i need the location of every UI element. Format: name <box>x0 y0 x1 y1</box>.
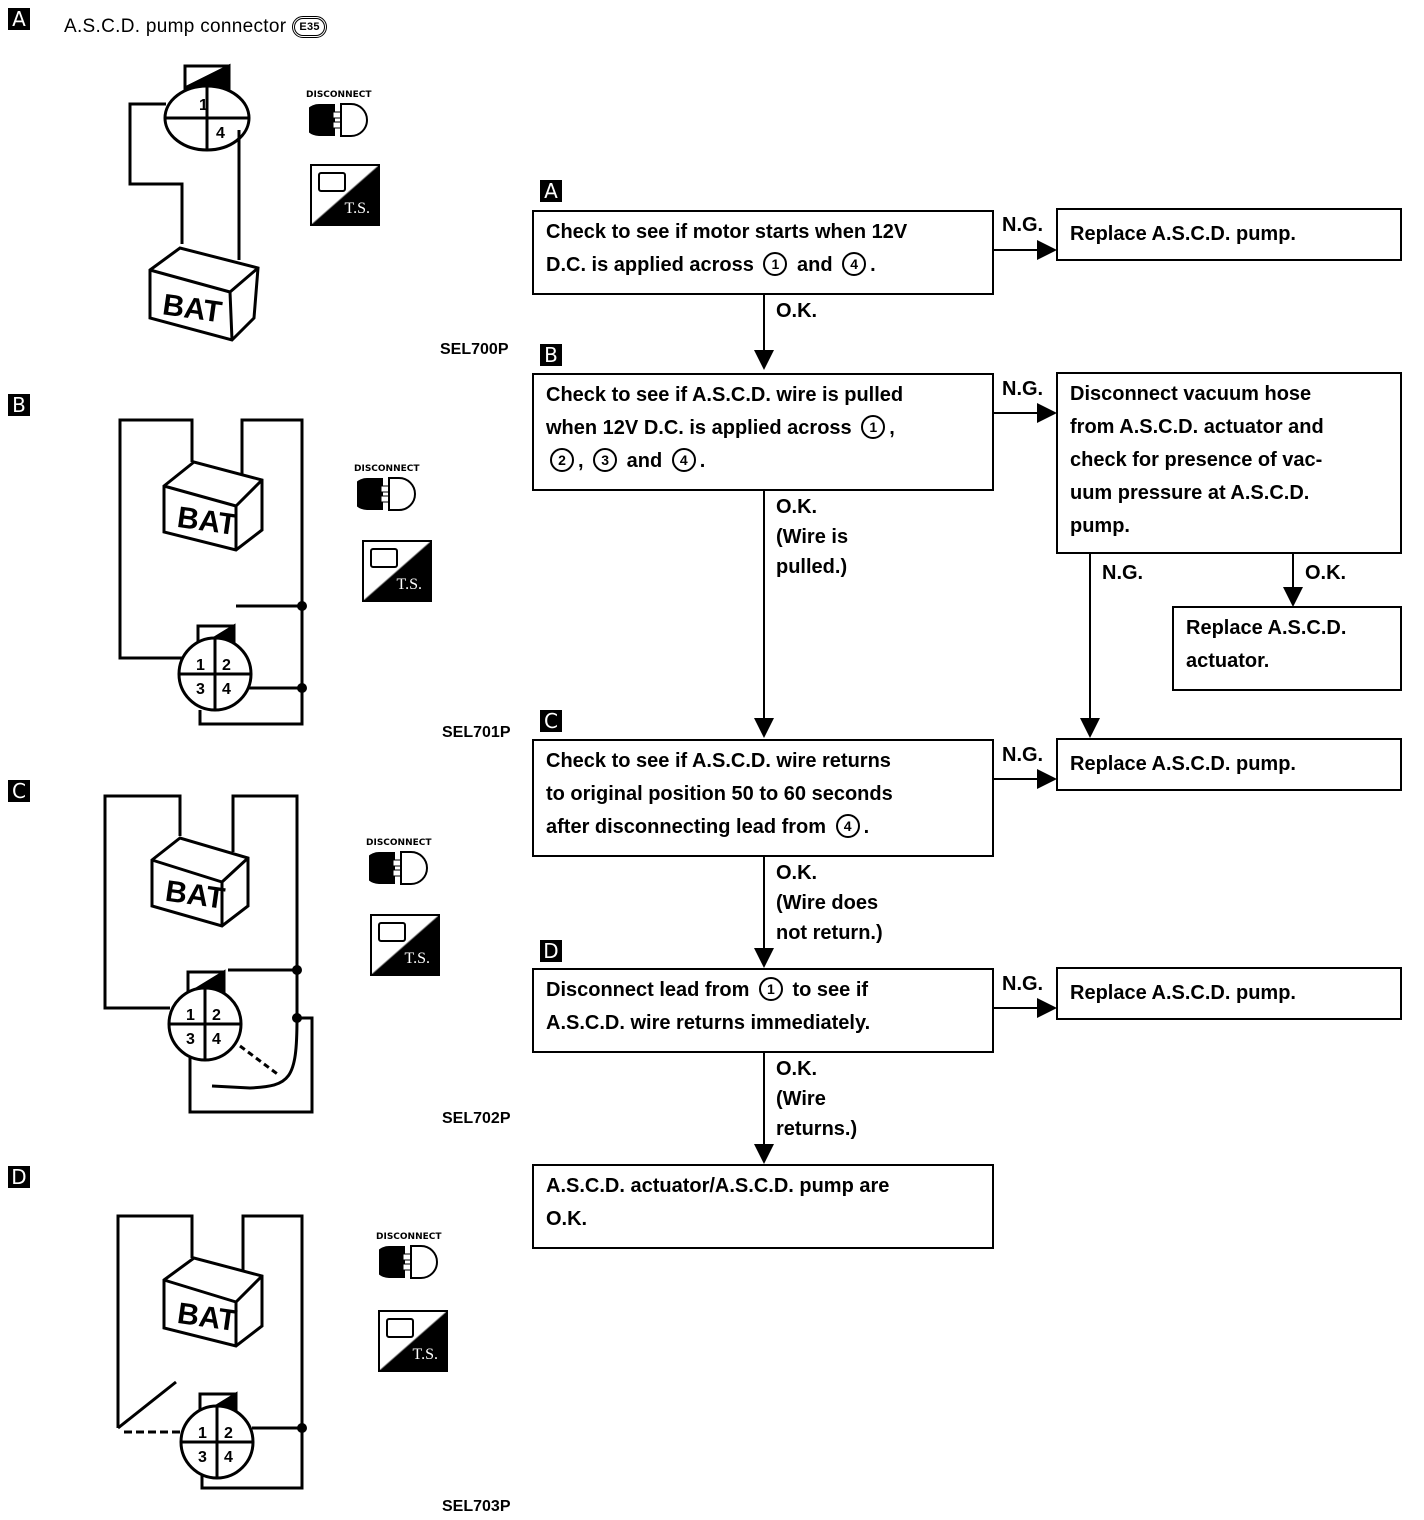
step-b-box: Check to see if A.S.C.D. wire is pulled … <box>532 373 994 491</box>
tester-icon <box>378 922 406 942</box>
step-d-ng-result: Replace A.S.C.D. pump. <box>1056 967 1402 1020</box>
vacuum-ok-label: O.K. <box>1305 562 1347 584</box>
svg-text:3: 3 <box>186 1031 195 1048</box>
figure-ref-d: SEL703P <box>442 1498 511 1515</box>
figure-tag-b: B <box>8 394 30 416</box>
flow-connectors <box>754 240 1303 1164</box>
step-c-ng-result: Replace A.S.C.D. pump. <box>1056 738 1402 791</box>
step-a-ng-label: N.G. <box>1002 214 1044 236</box>
svg-text:1: 1 <box>198 1425 207 1442</box>
step-d-box: Disconnect lead from 1 to see if A.S.C.D… <box>532 968 994 1053</box>
svg-text:4: 4 <box>212 1031 221 1048</box>
battery-label-a: BAT <box>160 288 223 329</box>
step-tag-a: A <box>540 180 562 202</box>
svg-text:2: 2 <box>224 1425 233 1442</box>
connector-plug-icon <box>350 477 416 511</box>
svg-text:2: 2 <box>222 657 231 674</box>
svg-text:BAT: BAT <box>175 1297 238 1338</box>
step-c-ng-label: N.G. <box>1002 744 1044 766</box>
step-b-ng-result: Disconnect vacuum hose from A.S.C.D. act… <box>1056 372 1402 554</box>
tester-icon <box>370 548 398 568</box>
svg-text:BAT: BAT <box>163 875 226 916</box>
tester-icon <box>386 1318 414 1338</box>
svg-text:BAT: BAT <box>175 501 238 542</box>
disconnect-icon-d: DISCONNECT <box>372 1232 442 1287</box>
connector-code-badge: E35 <box>292 16 327 38</box>
terminal-1: 1 <box>199 97 208 114</box>
circuit-figure-d <box>116 1214 304 1490</box>
step-a-ng-result: Replace A.S.C.D. pump. <box>1056 208 1402 261</box>
svg-text:2: 2 <box>212 1007 221 1024</box>
section-tag-a: A <box>8 8 30 30</box>
step-tag-d: D <box>540 940 562 962</box>
step-c-box: Check to see if A.S.C.D. wire returns to… <box>532 739 994 857</box>
tester-ts-icon-c: T.S. <box>370 914 440 976</box>
terminal-4: 4 <box>216 125 225 142</box>
circuit-figure-a <box>128 63 260 342</box>
figure-tag-c: C <box>8 780 30 802</box>
step-tag-b: B <box>540 344 562 366</box>
disconnect-icon-b: DISCONNECT <box>350 464 420 519</box>
figure-ref-a: SEL700P <box>440 341 509 358</box>
tester-icon <box>318 172 346 192</box>
svg-text:1: 1 <box>186 1007 195 1024</box>
page-title-text: A.S.C.D. pump connector <box>64 16 287 38</box>
final-result-box: A.S.C.D. actuator/A.S.C.D. pump are O.K. <box>532 1164 994 1249</box>
circuit-figure-c <box>103 794 314 1114</box>
svg-text:3: 3 <box>198 1449 207 1466</box>
step-a-ok-label: O.K. <box>776 300 818 322</box>
disconnect-icon-a: DISCONNECT <box>302 90 372 145</box>
connector-plug-icon <box>372 1245 438 1279</box>
disconnect-icon-c: DISCONNECT <box>362 838 432 893</box>
figure-ref-c: SEL702P <box>442 1110 511 1127</box>
svg-text:1: 1 <box>196 657 205 674</box>
figure-ref-b: SEL701P <box>442 724 511 741</box>
connector-plug-icon <box>302 103 368 137</box>
step-d-ng-label: N.G. <box>1002 973 1044 995</box>
tester-ts-icon-d: T.S. <box>378 1310 448 1372</box>
figure-tag-d: D <box>8 1166 30 1188</box>
svg-text:3: 3 <box>196 681 205 698</box>
tester-ts-icon-a: T.S. <box>310 164 380 226</box>
vacuum-ng-label: N.G. <box>1102 562 1144 584</box>
svg-text:4: 4 <box>224 1449 233 1466</box>
step-b-ng-label: N.G. <box>1002 378 1044 400</box>
step-c-ok-label: O.K. (Wire does not return.) <box>776 862 883 944</box>
circuit-figure-b <box>118 418 304 726</box>
step-b-ok-label: O.K. (Wire is pulled.) <box>776 496 849 578</box>
step-d-ok-label: O.K. (Wire returns.) <box>776 1058 858 1140</box>
svg-text:4: 4 <box>222 681 231 698</box>
tester-ts-icon-b: T.S. <box>362 540 432 602</box>
connector-plug-icon <box>362 851 428 885</box>
step-a-box: Check to see if motor starts when 12V D.… <box>532 210 994 295</box>
step-tag-c: C <box>540 710 562 732</box>
replace-actuator-box: Replace A.S.C.D. actuator. <box>1172 606 1402 691</box>
